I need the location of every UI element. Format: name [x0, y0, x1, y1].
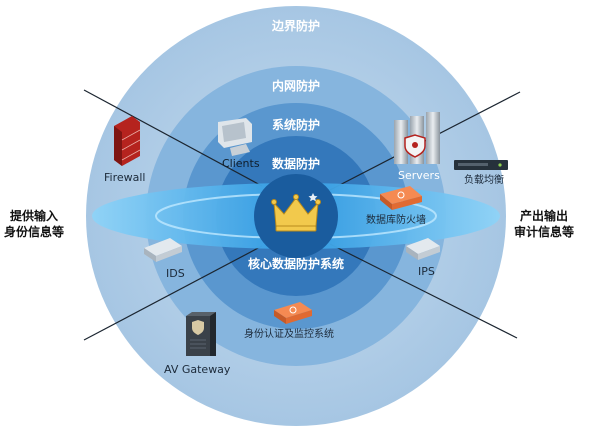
ips-label: IPS	[418, 265, 435, 278]
system-ring-title: 系统防护	[271, 118, 321, 132]
star-icon	[308, 193, 318, 202]
border-ring-title: 边界防护	[271, 19, 321, 33]
left-annotation-line2: 身份信息等	[4, 225, 65, 239]
intranet-ring-title: 内网防护	[271, 79, 321, 93]
auth-monitor-icon	[274, 302, 312, 324]
av-gateway-label: AV Gateway	[164, 363, 231, 376]
data-ring-title: 数据防护	[271, 157, 321, 171]
right-annotation-line2: 审计信息等	[514, 225, 575, 239]
db-firewall-label: 数据库防火墙	[366, 215, 426, 226]
servers-rack-icon	[394, 112, 440, 164]
av-gateway-icon	[186, 312, 216, 356]
ids-device-icon	[144, 238, 182, 262]
servers-label: Servers	[398, 169, 440, 182]
db-firewall-icon	[380, 186, 422, 210]
connector-lines	[83, 89, 521, 341]
clients-label: Clients	[222, 157, 260, 170]
clients-monitor-icon	[218, 118, 252, 156]
ids-label: IDS	[166, 267, 185, 280]
ips-device-icon	[406, 238, 440, 260]
right-annotation-line1: 产出输出	[520, 209, 569, 223]
left-annotation: 提供输入 身份信息等	[4, 208, 64, 240]
firewall-icon	[114, 116, 141, 166]
core-system-title: 核心数据防护系统	[247, 257, 345, 271]
crown-icon	[271, 194, 321, 232]
load-balancer-label: 负载均衡	[464, 175, 504, 186]
load-balancer-icon	[454, 160, 508, 170]
right-annotation: 产出输出 审计信息等	[514, 208, 574, 240]
left-annotation-line1: 提供输入	[10, 209, 59, 223]
auth-monitor-label: 身份认证及监控系统	[244, 329, 334, 340]
firewall-label: Firewall	[104, 171, 146, 184]
